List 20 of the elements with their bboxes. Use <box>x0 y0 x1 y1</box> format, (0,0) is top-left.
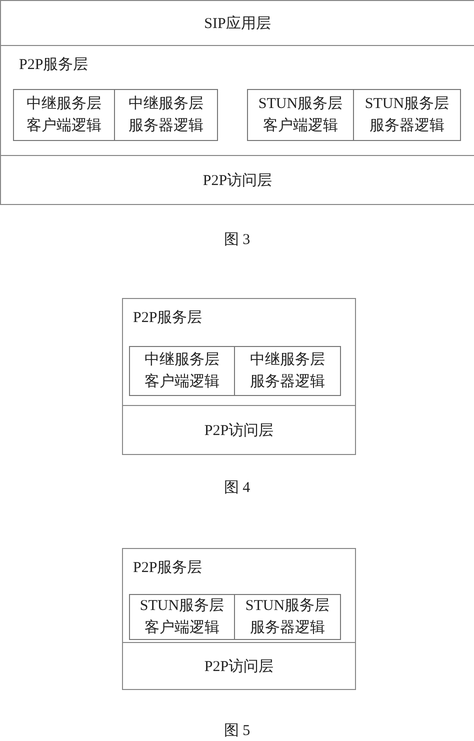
layer-band: P2P访问层 <box>122 642 356 690</box>
logic-box: 中继服务层服务器逻辑 <box>234 346 341 396</box>
layer-band <box>122 298 356 406</box>
logic-box: 中继服务层客户端逻辑 <box>129 346 235 396</box>
logic-box: STUN服务层服务器逻辑 <box>234 594 341 640</box>
layer-title: P2P服务层 <box>133 559 202 577</box>
figure-caption: 图 5 <box>224 722 250 740</box>
logic-box: STUN服务层客户端逻辑 <box>129 594 235 640</box>
layer-band: P2P访问层 <box>0 155 474 205</box>
figure-caption: 图 4 <box>224 479 250 497</box>
layer-band: P2P访问层 <box>122 405 356 455</box>
figure-caption: 图 3 <box>224 231 250 249</box>
logic-box: 中继服务层服务器逻辑 <box>114 89 218 141</box>
layer-band: SIP应用层 <box>0 0 474 46</box>
layer-band <box>122 548 356 643</box>
layer-title: P2P服务层 <box>133 309 202 327</box>
logic-box: 中继服务层客户端逻辑 <box>13 89 115 141</box>
layer-title: P2P服务层 <box>19 56 88 74</box>
logic-box: STUN服务层服务器逻辑 <box>353 89 461 141</box>
logic-box: STUN服务层客户端逻辑 <box>247 89 354 141</box>
